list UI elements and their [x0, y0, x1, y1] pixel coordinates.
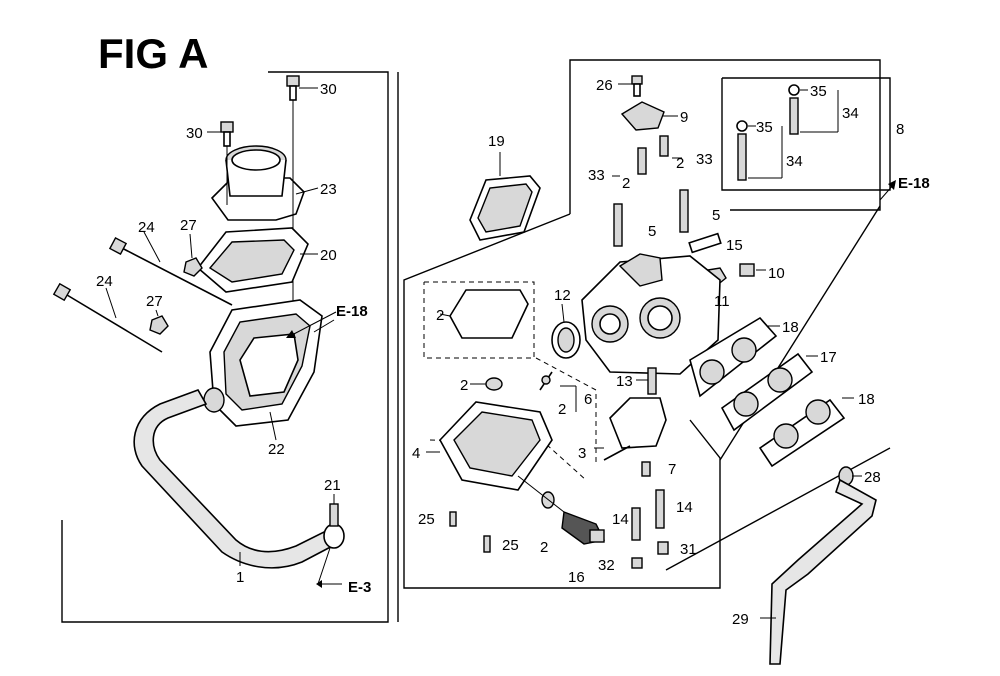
part-13-screw: [636, 367, 657, 395]
callout-30-top: 30: [320, 81, 337, 98]
callout-25-right: 25: [502, 537, 519, 554]
part-35-34-screws-a: [788, 84, 839, 135]
callout-35-lower: 35: [756, 119, 773, 136]
callout-14-left: 14: [612, 511, 629, 528]
part-19-gasket: [469, 152, 541, 241]
callout-9: 9: [680, 109, 688, 126]
part-3-throttle-cover: [594, 397, 667, 461]
bolt-30-left: [207, 121, 234, 147]
callout-5-left: 5: [648, 223, 656, 240]
callout-3: 3: [578, 445, 586, 462]
part-9-bracket: [620, 101, 678, 131]
callout-28: 28: [864, 469, 881, 486]
callout-18-upper: 18: [782, 319, 799, 336]
part-6-needle: [539, 371, 577, 412]
ref-e3: E-3: [348, 579, 371, 596]
callout-2-screw-left: 2: [622, 175, 630, 192]
part-main-throttle-body: [581, 253, 721, 375]
part-26-screw: [618, 75, 643, 97]
callout-6: 6: [584, 391, 592, 408]
left-panel-frame: [61, 71, 399, 623]
callout-24-upper: 24: [138, 219, 155, 236]
callout-11: 11: [714, 293, 730, 310]
callout-27-lower: 27: [146, 293, 163, 310]
callout-14-right: 14: [676, 499, 693, 516]
bolt-30-top: [286, 75, 318, 101]
part-24-long-bolt-lower: [52, 282, 163, 353]
part-23-elbow: [210, 100, 319, 330]
callout-31: 31: [680, 541, 697, 558]
part-18-17-gaskets: [689, 316, 854, 468]
part-29-breather-tube: [760, 478, 877, 665]
callout-20: 20: [320, 247, 337, 264]
ref-e18-left: E-18: [336, 303, 368, 320]
part-1-hose: [133, 389, 342, 569]
ref-e18-right: E-18: [898, 175, 930, 192]
figure-title: FIG A: [98, 30, 209, 77]
callout-33-right: 33: [696, 151, 713, 168]
callout-35-upper: 35: [810, 83, 827, 100]
callout-32: 32: [598, 557, 615, 574]
callout-33-left: 33: [588, 167, 605, 184]
part-22-air-duct: [203, 299, 335, 441]
part-21-clamp: [323, 494, 345, 549]
part-7-screw: [641, 461, 651, 477]
part-4-float-bowl: [426, 401, 553, 491]
ref-arrow-e18-right: [879, 180, 896, 201]
part-2-seal-small: [470, 377, 503, 391]
part-27-nut-upper: [183, 233, 203, 277]
part-33-screws: [612, 135, 682, 177]
part-32-nut: [631, 557, 643, 569]
callout-2-solenoid: 2: [540, 539, 548, 556]
callout-24-lower: 24: [96, 273, 113, 290]
ref-arrow-e3: [316, 547, 342, 588]
part-12-seal: [551, 303, 581, 359]
part-20-gasket: [196, 227, 318, 293]
callout-27-upper: 27: [180, 217, 197, 234]
callout-25-left: 25: [418, 511, 435, 528]
callout-15: 15: [726, 237, 743, 254]
callout-17: 17: [820, 349, 837, 366]
part-35-34-screws-b: [736, 120, 783, 181]
ref-arrow-e18-left: [286, 311, 337, 338]
callout-2-gasket: 2: [436, 307, 444, 324]
callout-34-lower: 34: [786, 153, 803, 170]
callout-8: 8: [896, 121, 904, 138]
callout-18-lower: 18: [858, 391, 875, 408]
part-16-solenoid: [517, 475, 606, 545]
callout-23: 23: [320, 181, 337, 198]
part-25-screws: [449, 511, 491, 553]
right-panel-frames: [403, 59, 891, 589]
callout-12: 12: [554, 287, 571, 304]
part-27-nut-lower: [149, 309, 169, 335]
callout-7: 7: [668, 461, 676, 478]
callout-10: 10: [768, 265, 785, 282]
callout-19: 19: [488, 133, 505, 150]
callout-26: 26: [596, 77, 613, 94]
part-14-screws: [631, 489, 665, 541]
callout-16: 16: [568, 569, 585, 586]
callout-5-right: 5: [712, 207, 720, 224]
callout-29: 29: [732, 611, 749, 628]
part-5-screws: [613, 189, 689, 247]
part-10-bolt: [739, 263, 766, 277]
callout-2-screw-right: 2: [676, 155, 684, 172]
part-24-long-bolt-upper: [108, 231, 233, 306]
callout-13: 13: [616, 373, 633, 390]
callout-22: 22: [268, 441, 285, 458]
part-31-nut: [657, 541, 669, 555]
callout-30-left: 30: [186, 125, 203, 142]
callout-1: 1: [236, 569, 244, 586]
callout-2-needle: 2: [558, 401, 566, 418]
callout-2-seal: 2: [460, 377, 468, 394]
part-15-pin: [688, 232, 722, 254]
callout-4: 4: [412, 445, 420, 462]
part-2-gasket: [439, 289, 529, 339]
callout-34-upper: 34: [842, 105, 859, 122]
callout-21: 21: [324, 477, 341, 494]
